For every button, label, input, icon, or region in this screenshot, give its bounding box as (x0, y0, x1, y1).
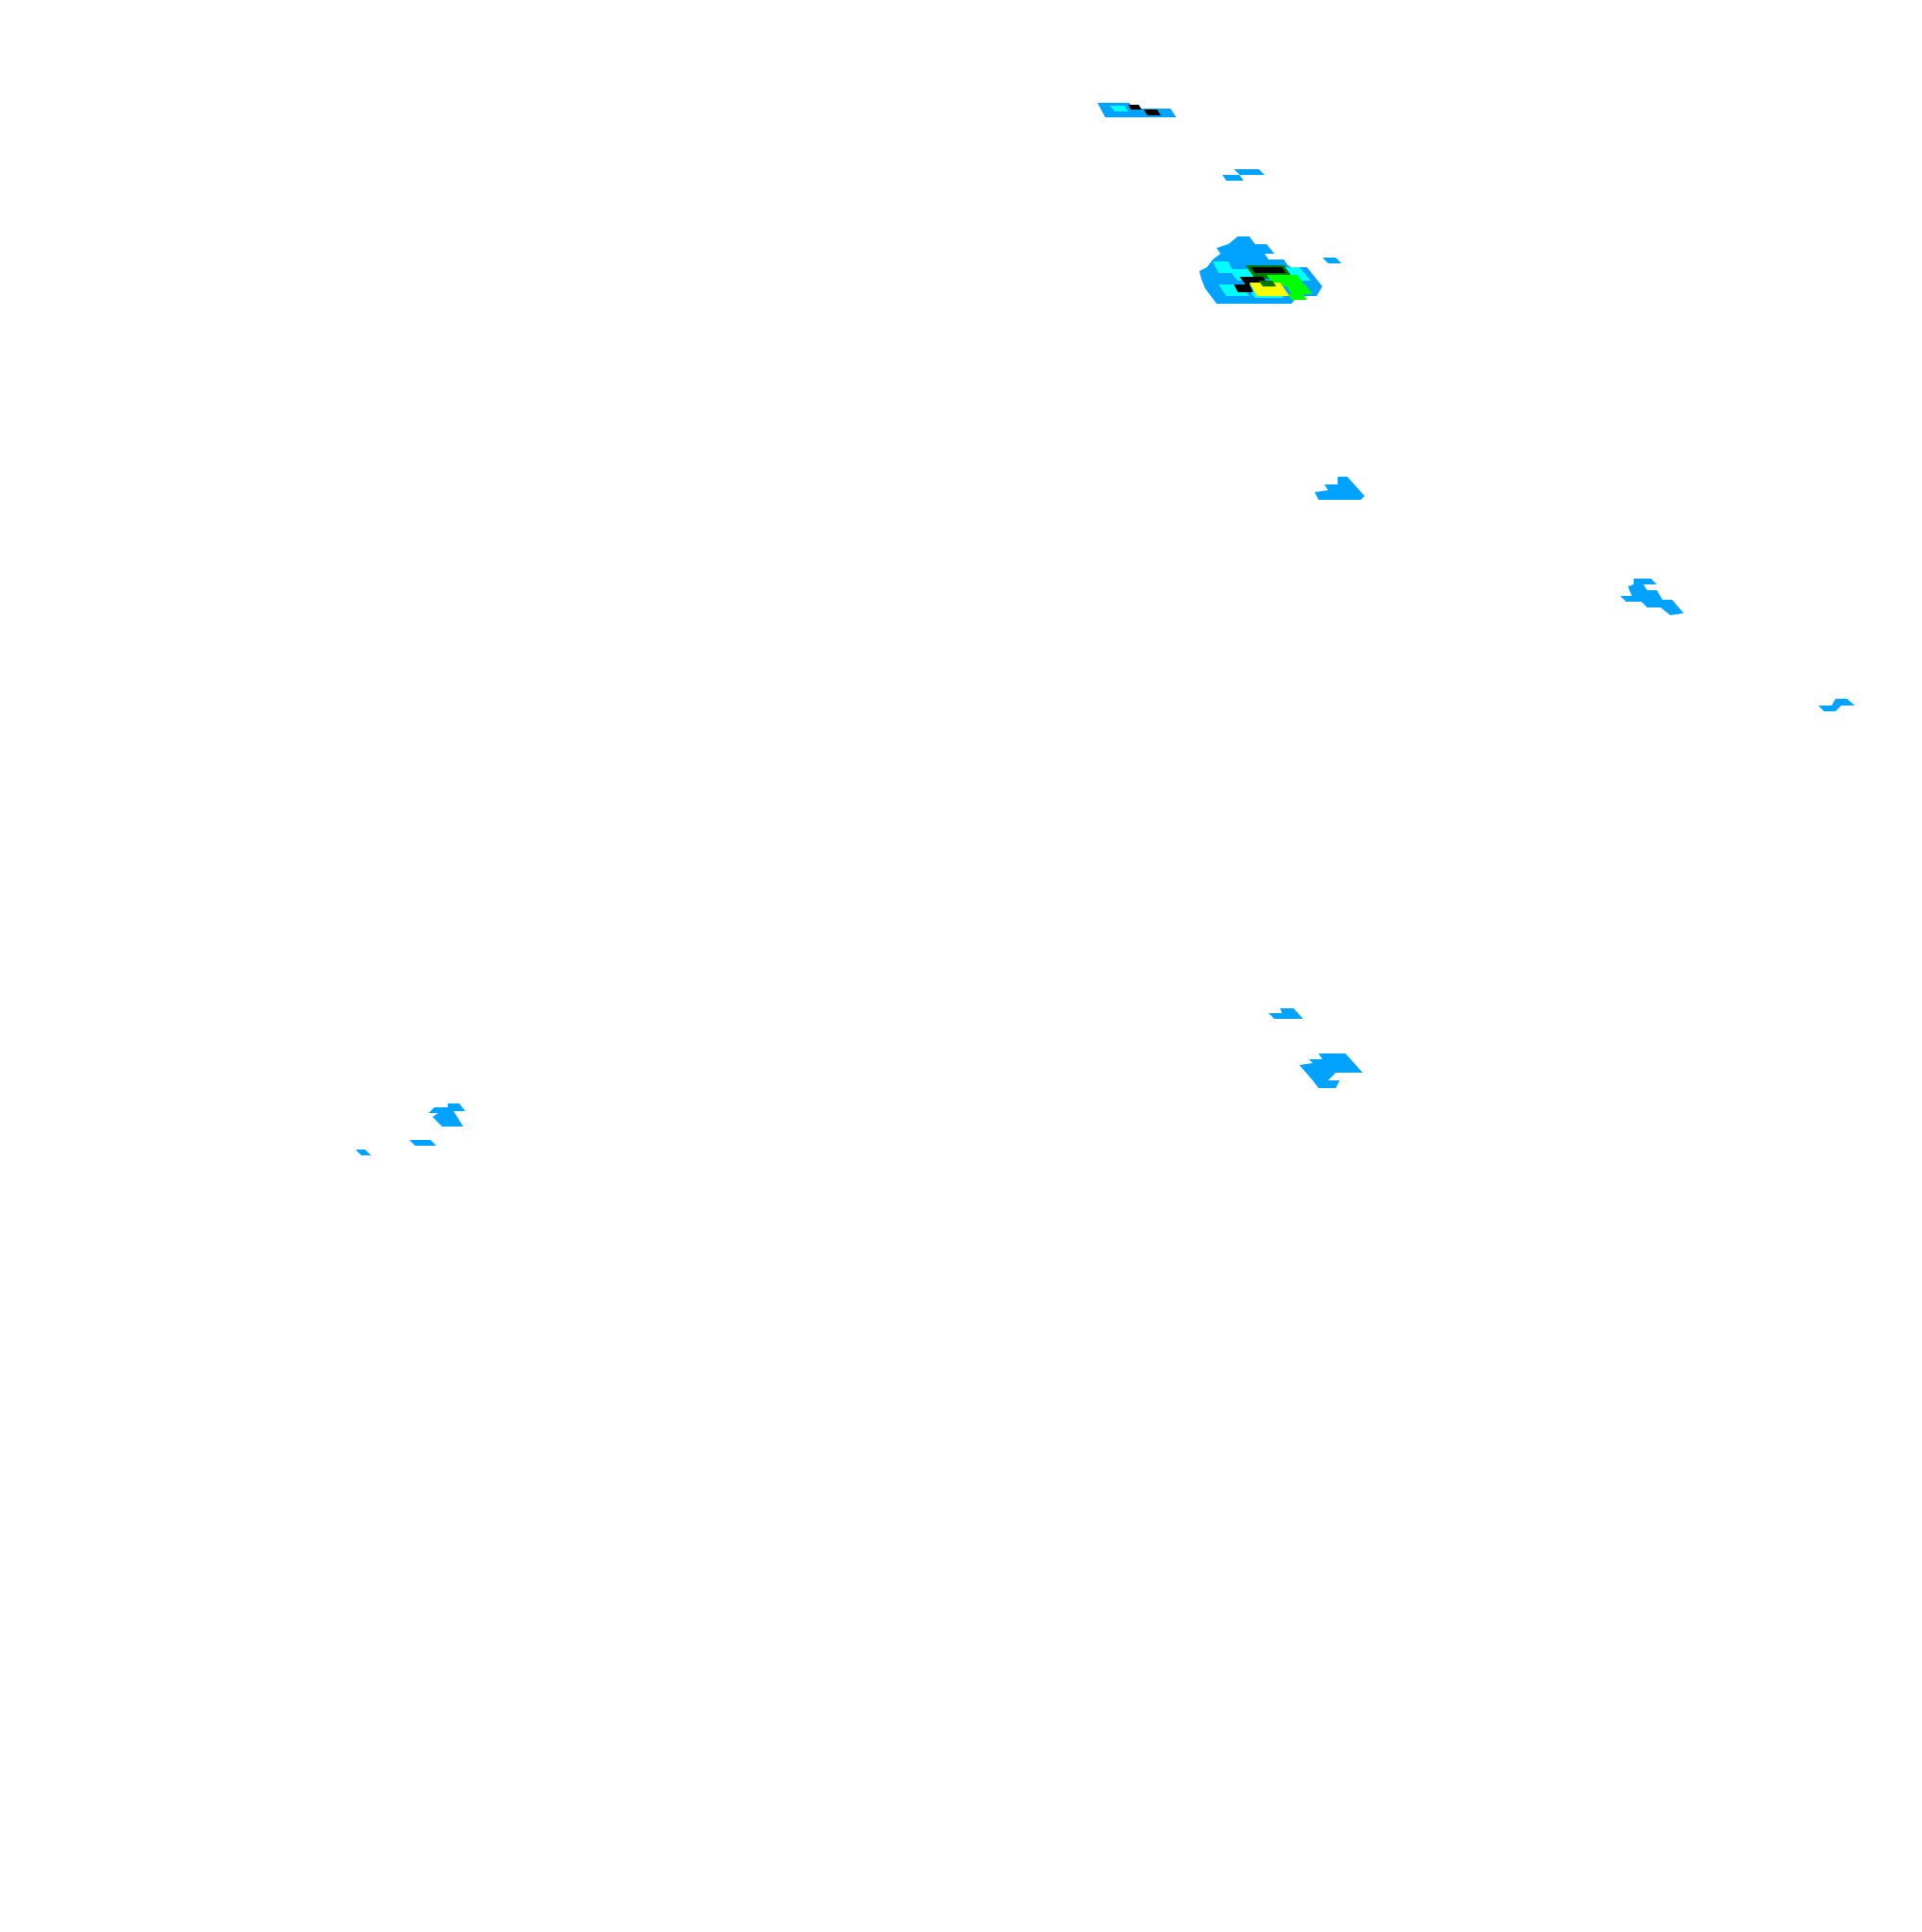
echo-cell-small-east (1322, 258, 1342, 263)
echo-cell-top-a (1097, 103, 1176, 117)
echo-cell-south-1 (1269, 1008, 1303, 1019)
echo-cell-mid-1 (1315, 477, 1365, 500)
echo-cell-south-2 (1299, 1053, 1363, 1088)
echo-cell-west-2 (409, 1140, 436, 1146)
echo-cell-west-1 (429, 1103, 465, 1127)
echo-cell-mid-2 (1620, 579, 1684, 615)
echo-cell-top-b (1222, 169, 1265, 181)
echo-cell-far-east (1818, 699, 1855, 711)
echo-cell-core (1199, 236, 1322, 304)
echo-cell-west-3 (356, 1150, 371, 1155)
